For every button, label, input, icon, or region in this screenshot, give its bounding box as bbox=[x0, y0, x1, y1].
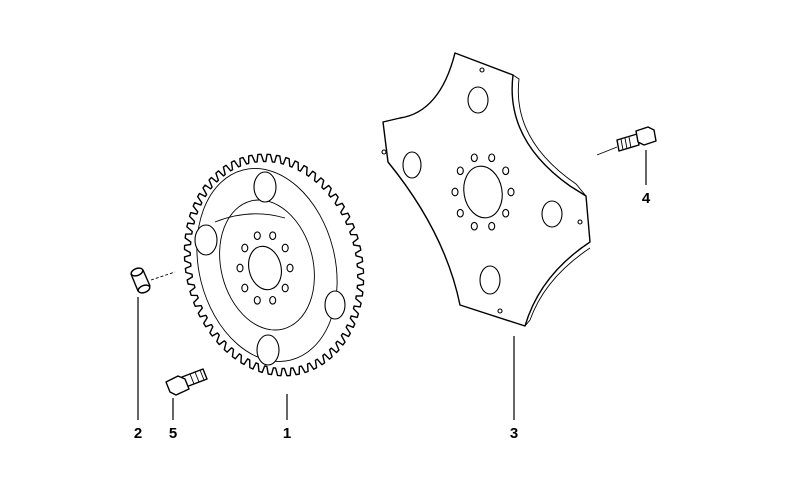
drive-plate-hole-top bbox=[467, 86, 489, 114]
drive-plate-bolt-hole bbox=[507, 187, 515, 197]
callout-1: 1 bbox=[283, 425, 291, 442]
gear-inner-rim bbox=[196, 168, 338, 362]
drive-plate-pin-hole bbox=[381, 149, 387, 155]
flywheel-large-hole-left bbox=[194, 224, 218, 256]
flywheel-bolt-hole bbox=[236, 263, 244, 273]
drive-plate bbox=[381, 52, 591, 327]
flywheel-bolt-hole bbox=[269, 295, 277, 305]
flywheel-bolt-hole bbox=[241, 283, 249, 293]
flywheel-face-contour bbox=[214, 213, 286, 223]
flywheel-bolt-hole bbox=[281, 283, 289, 293]
drive-plate-pin-hole bbox=[497, 308, 503, 314]
drive-plate-edge-thickness-lower bbox=[524, 247, 591, 327]
flywheel-large-hole-top bbox=[253, 171, 277, 203]
flywheel-bolt bbox=[165, 368, 208, 396]
sleeve-axis bbox=[150, 271, 176, 281]
flywheel-large-hole-bottom bbox=[256, 334, 280, 366]
bolt-4-head bbox=[635, 126, 657, 146]
drive-plate-bolt-hole bbox=[502, 208, 510, 218]
sleeve-bottom bbox=[137, 284, 151, 294]
dowel-sleeve bbox=[130, 267, 176, 294]
drive-plate-bolt-holes bbox=[451, 153, 515, 231]
flywheel-bolt-hole bbox=[241, 243, 249, 253]
drive-plate-bolt-hole bbox=[451, 187, 459, 197]
callout-5: 5 bbox=[169, 425, 177, 442]
drive-plate-pin-hole bbox=[577, 219, 583, 225]
flywheel-ring-gear bbox=[183, 153, 365, 377]
flywheel-bolt-hole bbox=[286, 263, 294, 273]
drive-plate-bolt-hole bbox=[456, 208, 464, 218]
drive-plate-bolt-hole bbox=[470, 221, 478, 231]
flywheel-large-hole-right bbox=[324, 290, 346, 320]
bolt-4-axis bbox=[596, 146, 618, 156]
drive-plate-pin-hole bbox=[479, 67, 485, 73]
bolt-5-head bbox=[165, 375, 190, 396]
callout-4: 4 bbox=[642, 190, 651, 207]
drive-plate-bolt-hole bbox=[456, 166, 464, 176]
flywheel-center-bore bbox=[248, 245, 282, 291]
drive-plate-center-bore bbox=[463, 165, 503, 219]
flywheel-bolt-hole bbox=[253, 295, 261, 305]
flywheel-bolt-holes bbox=[236, 231, 294, 305]
drive-plate-edge-thickness bbox=[512, 74, 587, 197]
drive-plate-bolt-hole bbox=[488, 153, 496, 163]
drive-plate-bolt-hole bbox=[470, 153, 478, 163]
bolt-4-shank bbox=[616, 133, 640, 152]
drive-plate-hole-left bbox=[402, 151, 422, 179]
callout-2: 2 bbox=[134, 425, 142, 442]
callout-3: 3 bbox=[510, 425, 518, 442]
bolt-4-thread bbox=[620, 136, 632, 151]
flywheel-bolt-hole bbox=[253, 231, 261, 241]
flywheel-face-ring bbox=[219, 199, 315, 331]
sleeve-top bbox=[130, 267, 144, 277]
drive-plate-bolt-hole bbox=[502, 166, 510, 176]
flywheel-bolt-hole bbox=[281, 243, 289, 253]
drive-plate-hole-bottom bbox=[479, 265, 501, 295]
flywheel-bolt-hole bbox=[269, 231, 277, 241]
drive-plate-bolt-hole bbox=[488, 221, 496, 231]
bolt-5-thread bbox=[189, 369, 205, 385]
drive-plate-hole-right bbox=[541, 200, 563, 228]
drive-plate-bolt bbox=[596, 126, 657, 156]
